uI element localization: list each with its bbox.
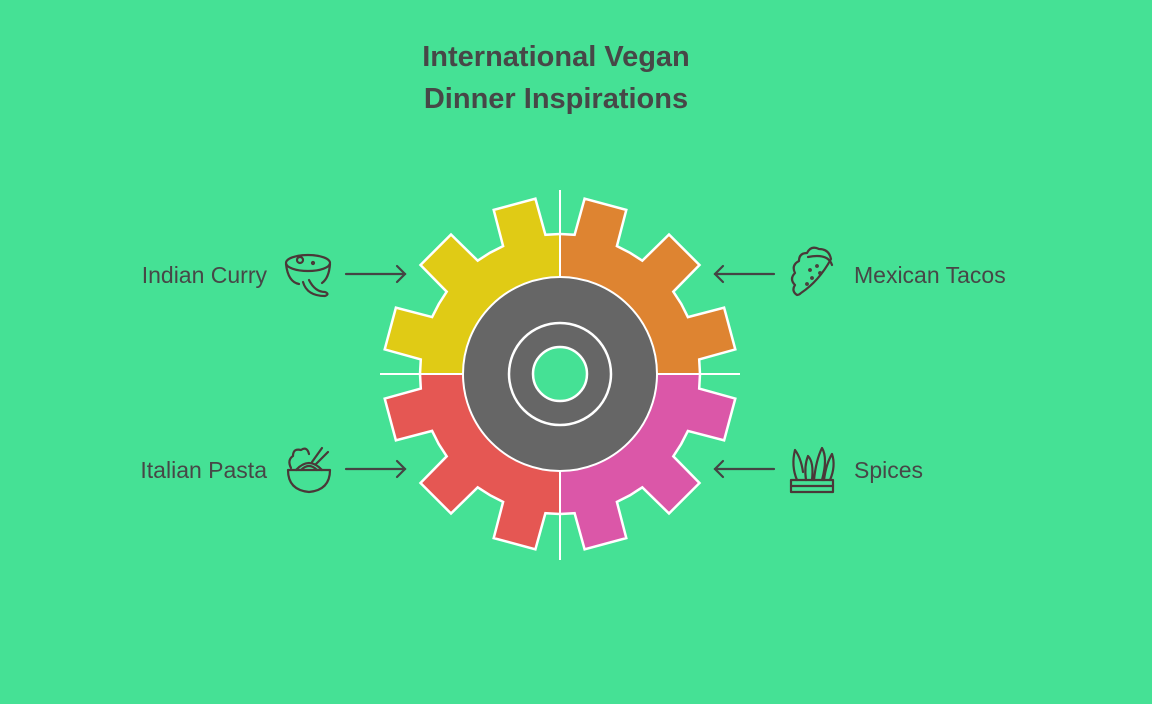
noodle-bowl-icon (286, 446, 332, 494)
arrow-italian-pasta (344, 459, 407, 479)
title-line-2: Dinner Inspirations (423, 83, 689, 115)
label-mexican-tacos: Mexican Tacos (854, 262, 1006, 288)
diagram-title: International Vegan Dinner Inspirations (356, 36, 756, 120)
arrow-mexican-tacos (713, 264, 776, 284)
label-italian-pasta: Italian Pasta (140, 457, 267, 483)
title-line-1: International Vegan (422, 41, 690, 73)
hub-hole (531, 345, 589, 403)
label-spices: Spices (854, 457, 924, 483)
hub-ring (507, 321, 613, 427)
curry-bowl-icon (284, 253, 332, 298)
label-indian-curry: Indian Curry (141, 262, 267, 288)
taco-icon (790, 246, 834, 297)
arrow-spices (713, 459, 776, 479)
herb-pot-icon (789, 446, 835, 494)
arrow-indian-curry (344, 264, 407, 284)
